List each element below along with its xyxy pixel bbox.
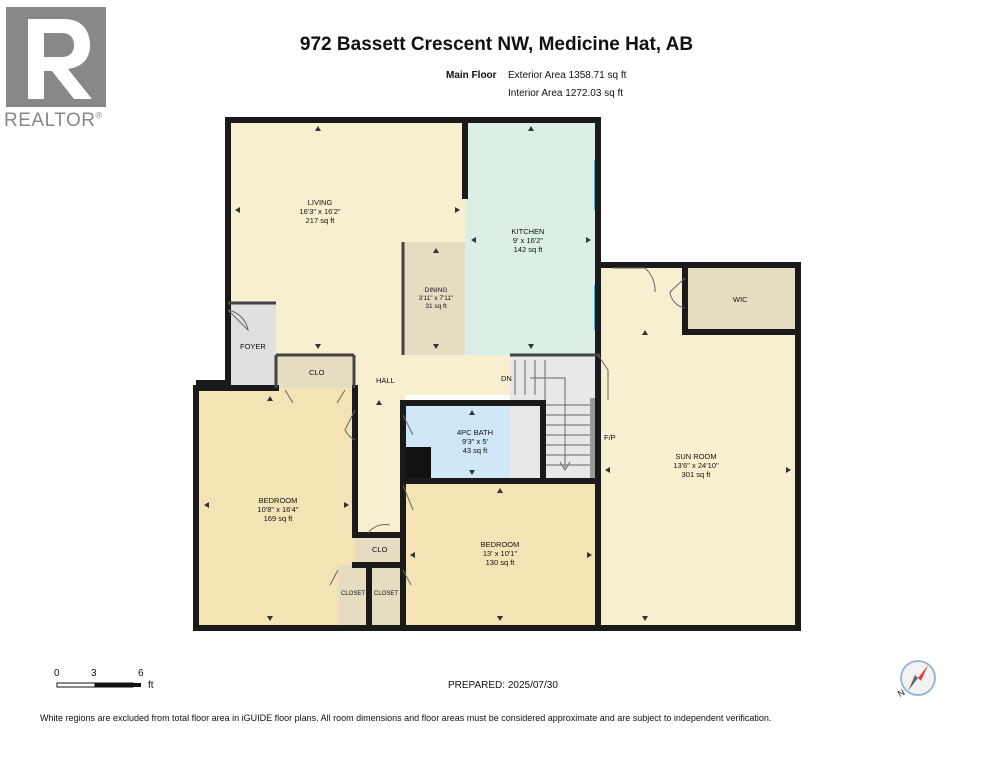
dining-room — [403, 242, 465, 355]
label-foyer: FOYER — [240, 342, 266, 351]
bedroom-right — [403, 481, 599, 628]
stairs-area — [510, 355, 600, 481]
dimension-markers — [204, 126, 791, 621]
hall-area-lower — [355, 395, 405, 535]
interior-area: Interior Area 1272.03 sq ft — [508, 88, 624, 99]
property-address: 972 Bassett Crescent NW, Medicine Hat, A… — [299, 34, 694, 55]
scale-unit: ft — [148, 680, 154, 691]
label-clo-top: CLO — [309, 368, 325, 377]
clo-bottom-room — [355, 535, 403, 565]
kitchen-room — [465, 120, 598, 355]
realtor-wordmark: REALTOR® — [4, 110, 103, 131]
scale-tick-3: 3 — [91, 668, 97, 679]
label-wic: WIC — [733, 295, 748, 304]
prepared-date: PREPARED: 2025/07/30 — [448, 680, 558, 691]
realtor-logo — [6, 7, 106, 112]
door-swings — [227, 267, 686, 586]
thin-walls — [228, 242, 600, 388]
foyer-room — [228, 303, 276, 385]
disclaimer-text: White regions are excluded from total fl… — [40, 713, 772, 723]
scale-bar — [56, 682, 141, 688]
scale-tick-6: 6 — [138, 668, 144, 679]
wic-room — [685, 268, 797, 332]
label-dn: DN — [501, 374, 512, 383]
label-fp: F/P — [604, 433, 616, 442]
scale-tick-0: 0 — [54, 668, 60, 679]
floor-name: Main Floor — [446, 70, 497, 81]
dark-block — [196, 380, 228, 390]
bath-cabinet — [403, 447, 431, 481]
exterior-area: Exterior Area 1358.71 sq ft — [508, 70, 627, 81]
label-closet-1: CLOSET — [341, 591, 366, 597]
label-hall: HALL — [376, 376, 395, 385]
closet1-room — [338, 565, 368, 628]
compass-icon — [900, 660, 936, 696]
label-clo-bottom: CLO — [372, 545, 388, 554]
label-closet-2: CLOSET — [374, 591, 399, 597]
closet2-room — [370, 565, 403, 628]
bedroom-left — [196, 388, 355, 628]
clo-top-room — [276, 355, 354, 389]
